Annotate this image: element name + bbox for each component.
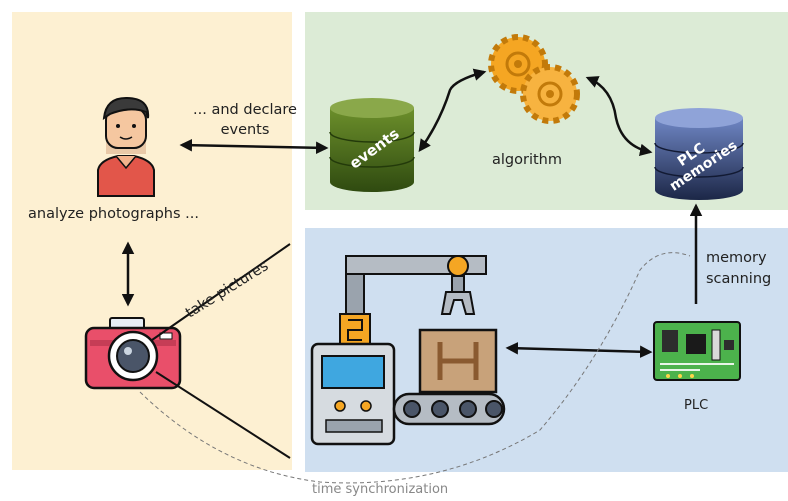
person-icon: [97, 96, 155, 197]
memory-scanning-line-1: memory: [706, 250, 767, 266]
memory-scanning-label: memory scanning: [706, 248, 771, 290]
memory-scanning-line-2: scanning: [706, 271, 772, 287]
analyze-label: analyze photographs ...: [28, 206, 199, 222]
time-sync-label: time synchronization: [312, 482, 449, 497]
algorithm-label: algorithm: [492, 152, 562, 168]
person-events-arrow: [179, 138, 329, 155]
human-panel: [12, 12, 292, 470]
events-database-icon: [329, 98, 415, 192]
declare-events-label: ... and declare events: [180, 100, 310, 140]
machine-plc-arrow: [505, 342, 653, 358]
factory-machine-icon: [310, 255, 506, 446]
declare-events-line-1: ... and declare: [193, 102, 297, 118]
camera-view-line-top: [151, 243, 291, 341]
events-algorithm-arrow: [418, 68, 487, 153]
plc-label: PLC: [684, 398, 709, 413]
gears-icon: [488, 34, 580, 124]
camera-view-line-bottom: [155, 371, 291, 459]
algorithm-plc-arrow: [585, 76, 653, 157]
plc-board-icon: [653, 321, 741, 381]
time-sync-curve: [139, 252, 691, 484]
plc-memories-database-icon: [654, 108, 744, 200]
declare-events-line-2: events: [220, 122, 270, 138]
